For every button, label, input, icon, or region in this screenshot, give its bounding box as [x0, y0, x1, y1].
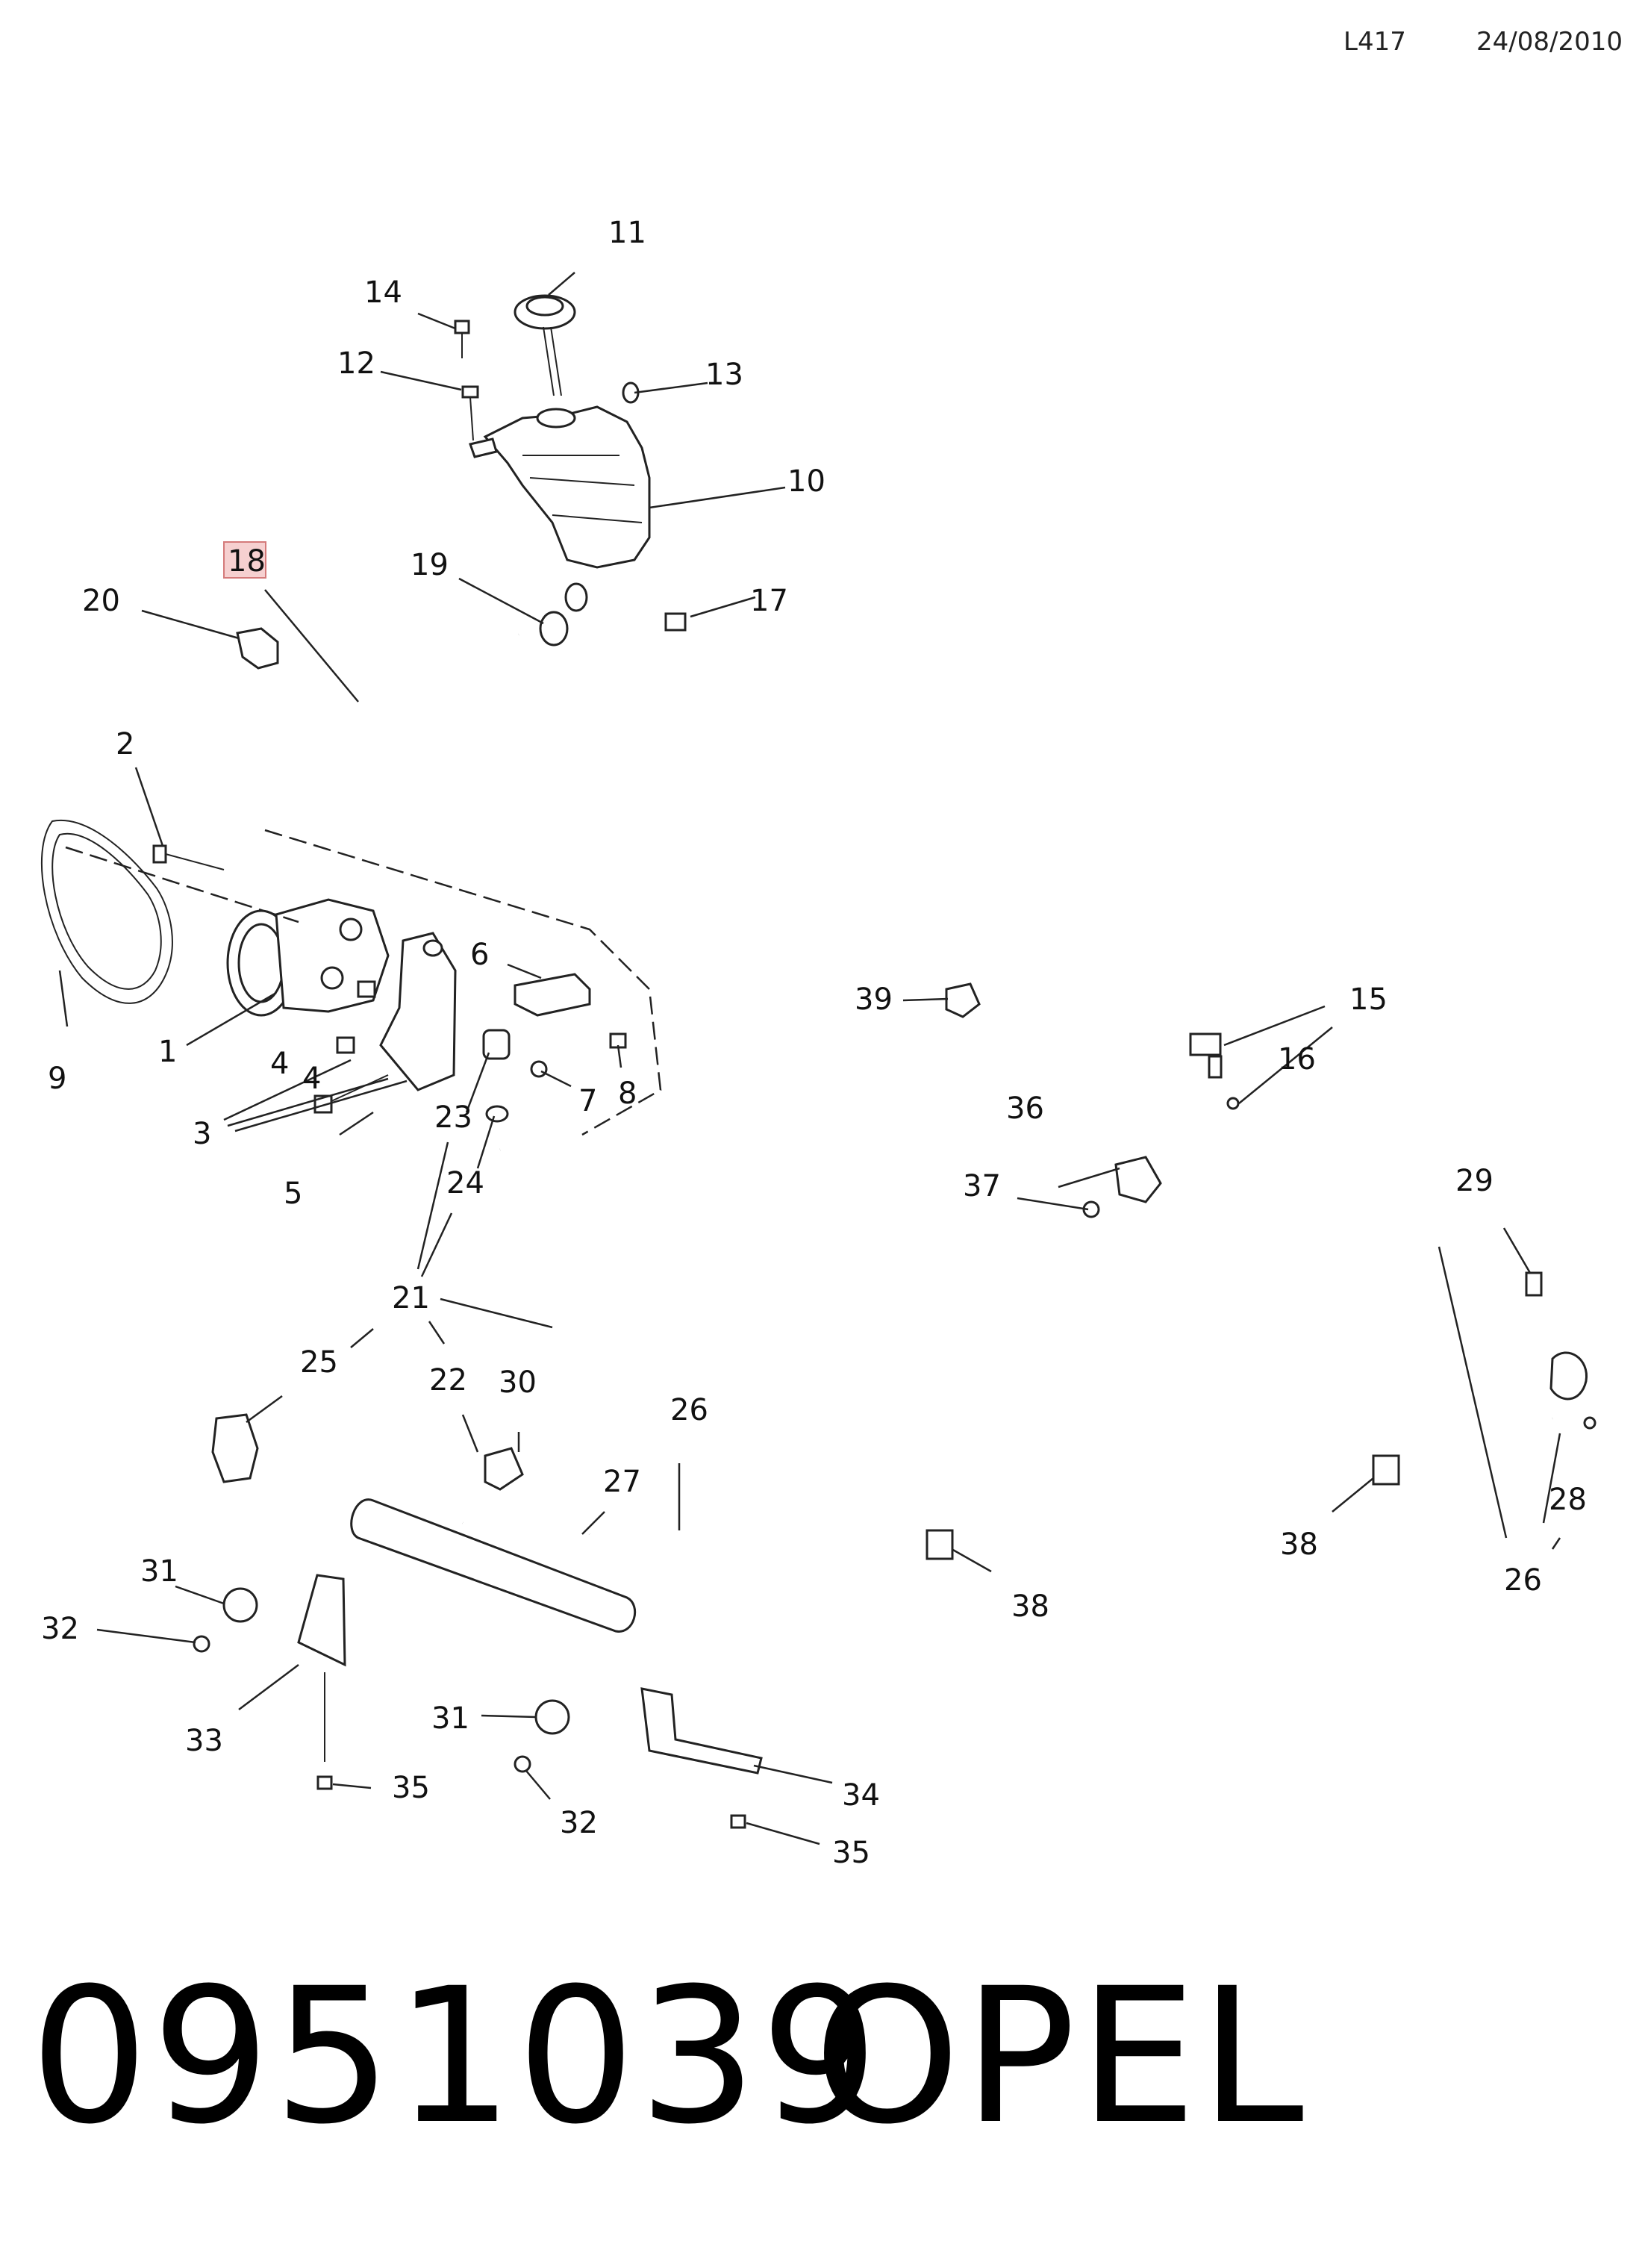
- callout-38a: 38: [1011, 1589, 1049, 1624]
- diagram-date: 24/08/2010: [1476, 27, 1623, 57]
- reference-line: [65, 846, 299, 923]
- callout-20: 20: [82, 584, 120, 618]
- nut-4a: [357, 980, 376, 998]
- leader-lines: [58, 272, 1561, 1845]
- callout-22: 22: [429, 1363, 467, 1398]
- callout-19: 19: [411, 548, 449, 582]
- callout-21: 21: [392, 1281, 430, 1315]
- callout-11: 11: [608, 216, 646, 250]
- callout-32a: 32: [41, 1612, 79, 1646]
- cooler-loop: [265, 1465, 818, 1697]
- callout-18: 18: [228, 544, 266, 579]
- union-23: [482, 1029, 511, 1060]
- callout-37: 37: [963, 1169, 1001, 1203]
- pump-bracket: [379, 932, 457, 1091]
- nut-7: [530, 1060, 548, 1078]
- reservoir-cap: [514, 294, 576, 396]
- callout-31b: 31: [431, 1701, 469, 1736]
- callout-17: 17: [750, 584, 788, 618]
- supply-hose: [218, 624, 522, 926]
- clip-25: [211, 1413, 259, 1483]
- bolt-35b: [730, 1814, 746, 1829]
- nut-32a: [193, 1635, 210, 1653]
- callout-8: 8: [618, 1077, 637, 1111]
- part-number: 0951039: [30, 1948, 882, 2165]
- callout-34: 34: [842, 1778, 880, 1813]
- callout-23: 23: [434, 1100, 472, 1135]
- callout-16: 16: [1278, 1042, 1316, 1077]
- bolt-2: [152, 844, 225, 870]
- callout-3: 3: [193, 1117, 211, 1151]
- clamp-17: [664, 612, 687, 632]
- bolt-35a: [316, 1775, 333, 1790]
- clip-36: [1114, 1156, 1162, 1203]
- callout-35b: 35: [832, 1836, 870, 1870]
- bracket-33: [297, 1574, 346, 1762]
- callout-5: 5: [284, 1177, 302, 1211]
- return-hose: [665, 618, 1205, 1051]
- hose-clamp-19: [539, 582, 588, 647]
- callout-4a: 4: [270, 1047, 289, 1081]
- callout-28: 28: [1549, 1483, 1587, 1517]
- callout-10: 10: [787, 464, 825, 499]
- callout-30: 30: [499, 1365, 537, 1400]
- bushing-31b: [534, 1699, 570, 1735]
- callout-14: 14: [364, 275, 402, 310]
- callout-4b: 4: [302, 1062, 321, 1096]
- callout-2: 2: [116, 727, 134, 761]
- fitting-29: [1525, 1271, 1588, 1401]
- nut-4b: [336, 1036, 355, 1054]
- clip-39: [945, 982, 981, 1018]
- callout-33: 33: [185, 1724, 223, 1758]
- callout-24: 24: [446, 1166, 484, 1200]
- washer-12: [461, 385, 479, 441]
- clip-30: [484, 1447, 524, 1491]
- o-ring-16: [1226, 1097, 1240, 1110]
- callout-26a: 26: [670, 1393, 708, 1427]
- cooler-line: [587, 1250, 1554, 1553]
- callout-27: 27: [603, 1465, 641, 1499]
- nut-32b: [514, 1755, 531, 1773]
- bracket-34: [640, 1687, 763, 1775]
- callout-39: 39: [855, 982, 893, 1017]
- o-ring-28: [1583, 1416, 1596, 1430]
- callout-13: 13: [705, 358, 743, 392]
- bolt-14: [454, 320, 470, 358]
- callout-labels: 11 14 12 13 10 18 19 20 17 2 6 39 15 16 …: [41, 216, 1587, 1870]
- bushing-31a: [222, 1587, 258, 1623]
- callout-29: 29: [1455, 1164, 1494, 1198]
- callout-31a: 31: [140, 1554, 178, 1589]
- diagram-code: L417: [1343, 27, 1406, 57]
- callout-1: 1: [158, 1035, 177, 1069]
- steering-gear-tube: [350, 1498, 637, 1633]
- bolt-5: [313, 1074, 389, 1114]
- callout-26b: 26: [1504, 1563, 1542, 1598]
- callout-35a: 35: [392, 1771, 430, 1805]
- callout-25: 25: [300, 1345, 338, 1380]
- callout-15: 15: [1349, 982, 1388, 1017]
- clip-38b: [1372, 1454, 1400, 1486]
- o-ring-24: [485, 1105, 509, 1123]
- union-15: [1189, 1032, 1223, 1079]
- power-steering-pump: [226, 898, 390, 1017]
- callout-6: 6: [470, 938, 489, 972]
- clip-20: [236, 627, 279, 670]
- callout-9: 9: [48, 1062, 66, 1096]
- brand-name: OPEL: [814, 1948, 1307, 2165]
- reservoir: [469, 405, 651, 569]
- callout-38b: 38: [1280, 1527, 1318, 1562]
- callout-32b: 32: [560, 1806, 598, 1840]
- bracket-6: [514, 973, 591, 1017]
- callout-18-highlight: [223, 541, 266, 579]
- callout-12: 12: [337, 346, 375, 381]
- clip-38a: [926, 1529, 954, 1560]
- callout-7: 7: [578, 1084, 597, 1118]
- callout-36: 36: [1006, 1091, 1044, 1126]
